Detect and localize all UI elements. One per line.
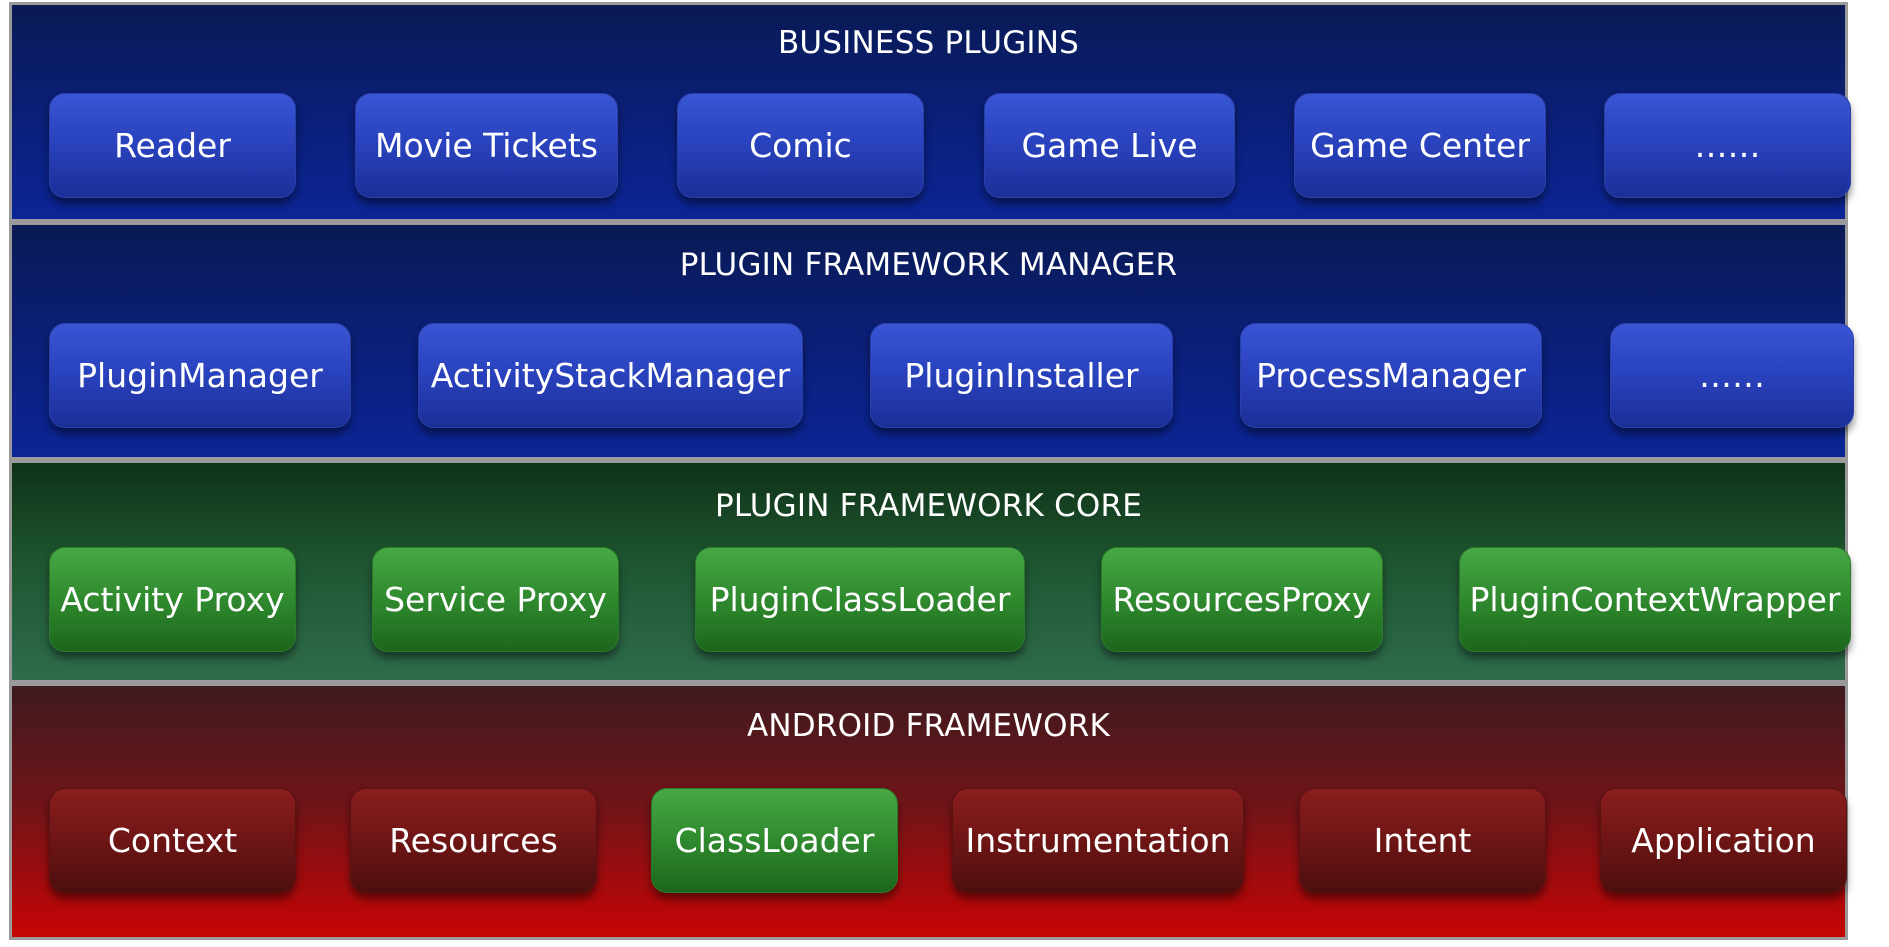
- box-game-center: Game Center: [1294, 93, 1546, 198]
- box-manager-more: ……: [1610, 323, 1854, 428]
- box-application: Application: [1600, 788, 1847, 893]
- layer-title-plugin-framework-core: PLUGIN FRAMEWORK CORE: [714, 488, 1143, 524]
- box-plugin-class-loader: PluginClassLoader: [695, 547, 1025, 652]
- box-context: Context: [49, 788, 296, 893]
- box-reader: Reader: [49, 93, 296, 198]
- box-resources-proxy: ResourcesProxy: [1101, 547, 1383, 652]
- box-intent: Intent: [1299, 788, 1546, 893]
- layer-plugin-framework-core: PLUGIN FRAMEWORK CORE Activity Proxy Ser…: [9, 460, 1851, 683]
- box-plugin-manager: PluginManager: [49, 323, 351, 428]
- layer-android-framework: ANDROID FRAMEWORK Context Resources Clas…: [9, 683, 1848, 940]
- box-service-proxy: Service Proxy: [372, 547, 619, 652]
- layer-title-plugin-framework-manager: PLUGIN FRAMEWORK MANAGER: [679, 247, 1178, 283]
- box-business-more: ……: [1604, 93, 1851, 198]
- box-class-loader: ClassLoader: [651, 788, 898, 893]
- box-instrumentation: Instrumentation: [952, 788, 1244, 893]
- box-activity-proxy: Activity Proxy: [49, 547, 296, 652]
- box-comic: Comic: [677, 93, 924, 198]
- box-plugin-context-wrapper: PluginContextWrapper: [1459, 547, 1851, 652]
- layer-business-plugins: BUSINESS PLUGINS Reader Movie Tickets Co…: [9, 2, 1851, 222]
- box-game-live: Game Live: [984, 93, 1235, 198]
- box-plugin-installer: PluginInstaller: [870, 323, 1173, 428]
- box-resources: Resources: [350, 788, 597, 893]
- box-process-manager: ProcessManager: [1240, 323, 1542, 428]
- layer-title-android-framework: ANDROID FRAMEWORK: [746, 708, 1111, 744]
- layer-title-business-plugins: BUSINESS PLUGINS: [777, 25, 1080, 61]
- layer-plugin-framework-manager: PLUGIN FRAMEWORK MANAGER PluginManager A…: [9, 222, 1854, 460]
- box-movie-tickets: Movie Tickets: [355, 93, 618, 198]
- box-activity-stack-manager: ActivityStackManager: [418, 323, 803, 428]
